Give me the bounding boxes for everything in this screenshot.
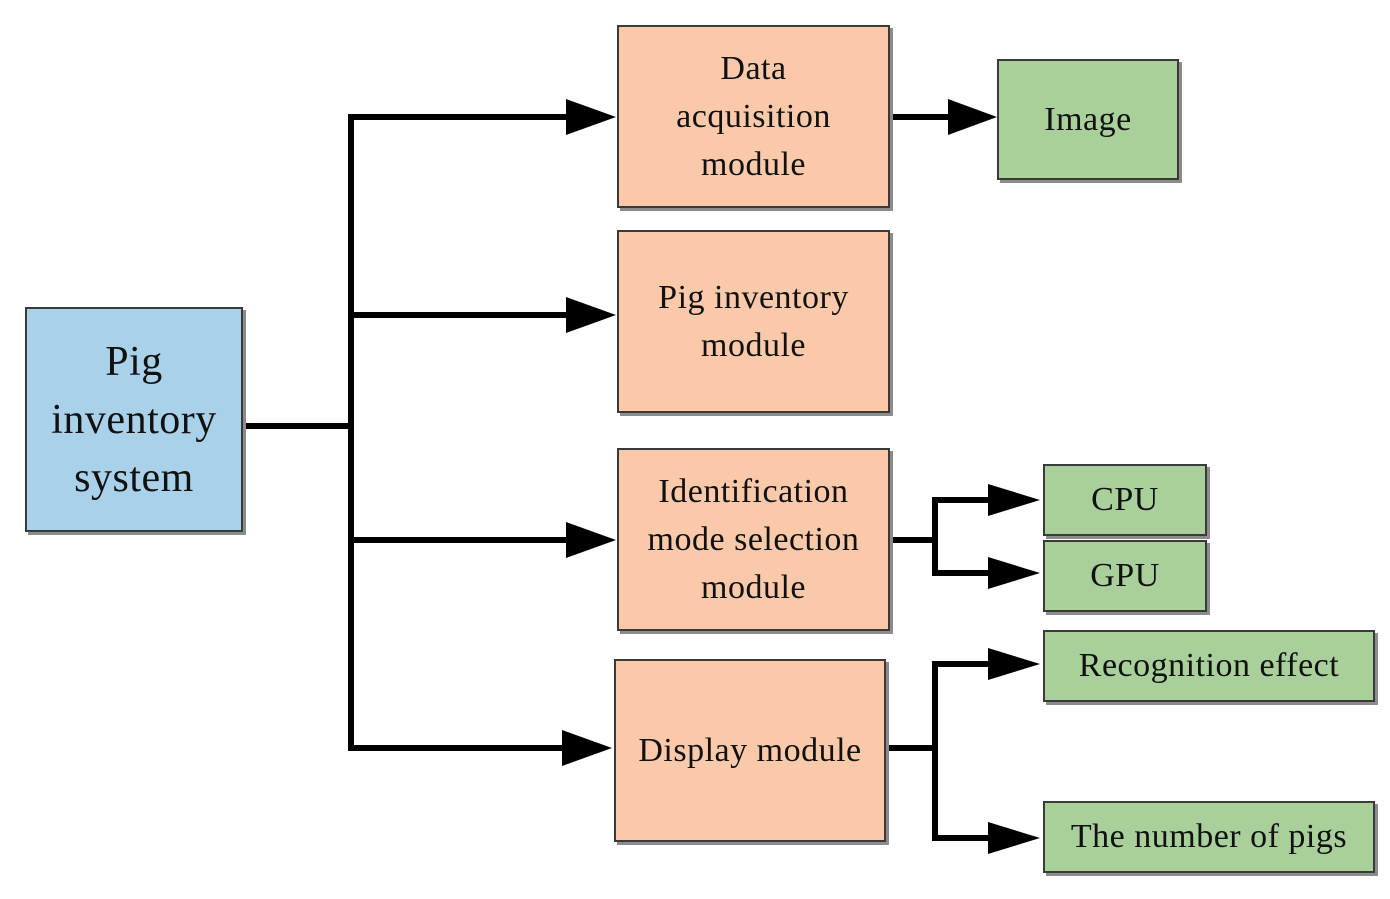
node-number-of-pigs-label: The number of pigs (1070, 818, 1348, 855)
node-pig-inventory-module-label: Pig inventory module (658, 278, 849, 364)
node-gpu-label: GPU (1090, 557, 1160, 594)
node-number-of-pigs: The number of pigs (1043, 801, 1375, 873)
arrowhead-cpu (988, 484, 1040, 516)
arrowhead-number (988, 822, 1040, 854)
node-cpu: CPU (1043, 464, 1207, 536)
node-display-label: Display module (638, 731, 862, 769)
node-cpu-label: CPU (1091, 481, 1159, 518)
node-image: Image (997, 59, 1179, 180)
node-identification-label: Identification mode selection module (647, 472, 860, 606)
node-pig-inventory-system: Pig inventory system (25, 307, 243, 532)
node-recognition-effect-label: Recognition effect (1078, 647, 1340, 684)
arrowhead-identification (566, 522, 616, 558)
node-display-module: Display module (614, 659, 886, 842)
node-data-acquisition-label: Data acquisition module (676, 49, 831, 183)
node-recognition-effect: Recognition effect (1043, 630, 1375, 702)
arrowhead-recognition (988, 648, 1040, 680)
node-gpu: GPU (1043, 540, 1207, 612)
arrowhead-display (562, 730, 612, 766)
node-identification-mode-selection-module: Identification mode selection module (617, 448, 890, 631)
arrowhead-pig-inventory (566, 297, 616, 333)
node-image-label: Image (1044, 100, 1132, 138)
arrowhead-data-acquisition (566, 99, 616, 135)
node-data-acquisition-module: Data acquisition module (617, 25, 890, 208)
node-pig-inventory-system-label: Pig inventory system (51, 338, 217, 501)
arrowhead-image (948, 99, 997, 135)
node-pig-inventory-module: Pig inventory module (617, 230, 890, 413)
arrowhead-gpu (988, 557, 1040, 589)
